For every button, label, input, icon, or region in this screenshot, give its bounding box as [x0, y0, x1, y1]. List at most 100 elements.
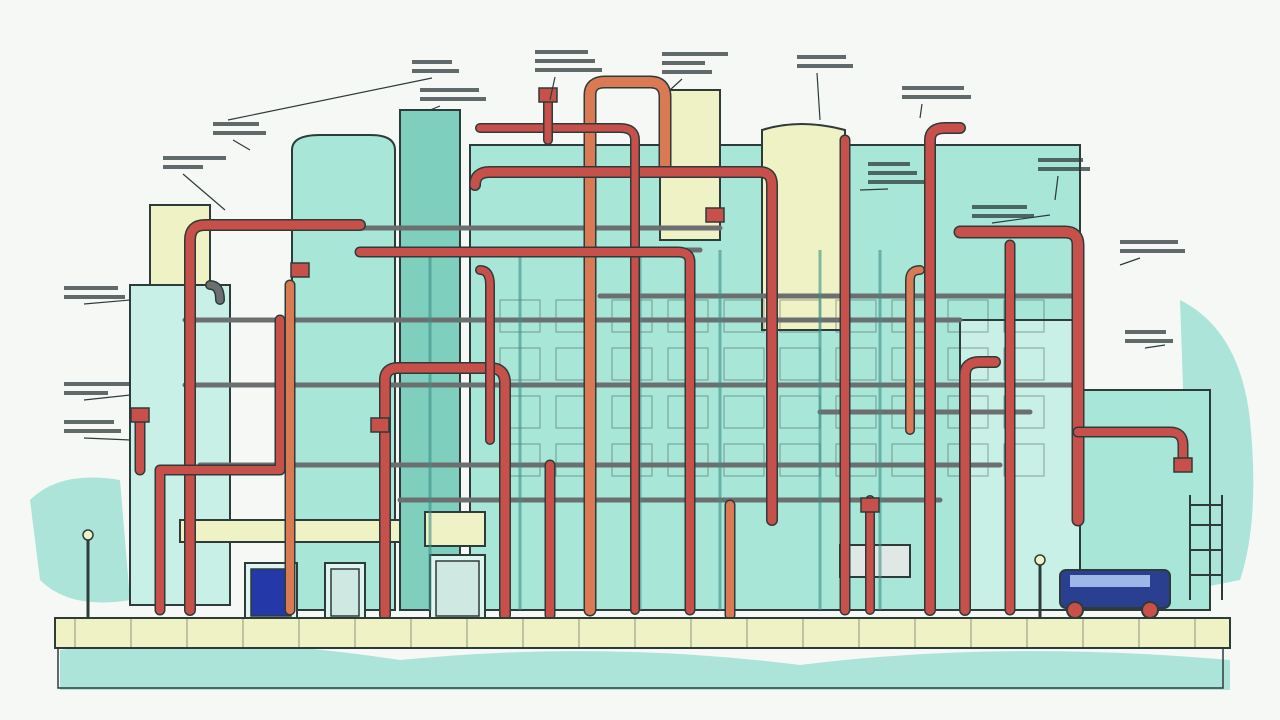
- annotation-leader-icon: [83, 299, 131, 305]
- annotation-leader-icon: [227, 77, 433, 121]
- hall-window: [835, 299, 877, 333]
- annotation-text-mark: [972, 214, 1034, 218]
- pipe-red-east-loop: [955, 227, 1083, 525]
- annotation-callout-12: [213, 122, 266, 151]
- truck-icon: [1059, 569, 1171, 619]
- annotation-leader-icon: [1119, 257, 1141, 266]
- annotation-text-mark: [64, 420, 114, 424]
- hall-window: [723, 395, 765, 429]
- annotation-text-mark: [163, 156, 226, 160]
- valve-icon: [1173, 457, 1193, 473]
- pipe-grey-elbow: [206, 281, 224, 304]
- annotation-text-mark: [797, 55, 846, 59]
- annotation-leader-icon: [549, 76, 556, 101]
- hall-window: [1003, 443, 1045, 477]
- lamp-head: [1034, 554, 1046, 566]
- valve-icon: [538, 87, 558, 103]
- annotation-text-mark: [420, 97, 486, 101]
- annotation-callout-13: [420, 88, 486, 111]
- annotation-text-mark: [972, 205, 1027, 209]
- annotation-text-mark: [420, 88, 479, 92]
- annotation-text-mark: [902, 95, 971, 99]
- valve-icon: [290, 262, 310, 278]
- valve-icon: [860, 497, 880, 513]
- truck-wheel: [1141, 601, 1159, 619]
- hall-window: [723, 299, 765, 333]
- annotation-text-mark: [535, 50, 588, 54]
- annotation-callout-7: [1125, 330, 1173, 349]
- annotation-text-mark: [1125, 339, 1173, 343]
- annotation-callout-15: [972, 205, 1051, 224]
- door-icon: [330, 568, 360, 617]
- annotation-text-mark: [902, 86, 964, 90]
- annotation-text-mark: [412, 69, 459, 73]
- annotation-text-mark: [535, 68, 602, 72]
- pipe-red-east-tall: [925, 123, 965, 615]
- pipe-red-upper: [470, 167, 777, 525]
- annotation-leader-icon: [232, 139, 251, 151]
- annotation-leader-icon: [1144, 344, 1166, 349]
- annotation-leader-icon: [1054, 175, 1059, 201]
- truck-windows: [1070, 575, 1150, 587]
- pipe-red-east-low: [960, 357, 1000, 615]
- annotation-text-mark: [1120, 240, 1178, 244]
- annotation-text-mark: [662, 61, 705, 65]
- foundation-outline: [57, 647, 1224, 689]
- pipe-red-west: [185, 220, 365, 615]
- hall-window: [835, 347, 877, 381]
- hall-window: [947, 299, 989, 333]
- annotation-text-mark: [535, 59, 595, 63]
- annotation-text-mark: [1125, 330, 1166, 334]
- annotation-text-mark: [1120, 249, 1185, 253]
- annotation-text-mark: [662, 70, 712, 74]
- pipe-copper-tall: [585, 77, 670, 615]
- annotation-leader-icon: [83, 394, 131, 401]
- annotation-callout-2: [662, 52, 728, 91]
- annotation-text-mark: [64, 429, 121, 433]
- annotation-leader-icon: [859, 188, 889, 191]
- annotation-callout-0: [227, 60, 459, 121]
- hall-window: [723, 443, 765, 477]
- left-cream-building: [149, 204, 211, 286]
- annotation-callout-14: [859, 162, 924, 191]
- door-icon: [250, 568, 292, 617]
- annotation-text-mark: [868, 171, 917, 175]
- annotation-text-mark: [213, 122, 259, 126]
- pipe-red-branch: [476, 124, 639, 614]
- annotation-callout-11: [163, 156, 226, 211]
- pipe-copper-east: [906, 266, 924, 434]
- hall-window: [835, 443, 877, 477]
- pipe-red-lower-west: [156, 316, 284, 614]
- annotation-leader-icon: [182, 173, 226, 211]
- entrance-sign: [424, 511, 486, 547]
- annotation-text-mark: [412, 60, 452, 64]
- left-annex-building: [129, 284, 231, 606]
- annotation-text-mark: [1038, 158, 1083, 162]
- annotation-callout-5: [1038, 158, 1090, 201]
- valve-icon: [370, 417, 390, 433]
- annotation-callout-1: [535, 50, 602, 101]
- annotation-text-mark: [662, 52, 728, 56]
- annotations-layer: [64, 50, 1185, 441]
- paint-splash-0: [30, 477, 130, 603]
- annotation-text-mark: [64, 286, 118, 290]
- annotation-leader-icon: [919, 103, 923, 119]
- annotation-leader-icon: [669, 78, 683, 91]
- ground-layer: [54, 617, 1231, 689]
- annotation-callout-3: [797, 55, 853, 121]
- annotation-text-mark: [163, 165, 203, 169]
- annotation-text-mark: [1038, 167, 1090, 171]
- pipe-red-hook: [476, 266, 494, 444]
- truck-wheel: [1066, 601, 1084, 619]
- rear-cream-tower: [659, 89, 721, 241]
- paint-splash-2: [60, 642, 1230, 690]
- annotation-text-mark: [64, 391, 108, 395]
- annotation-text-mark: [64, 295, 125, 299]
- ground-platform: [54, 617, 1231, 649]
- door-icon: [435, 560, 480, 617]
- annotation-text-mark: [64, 382, 131, 386]
- valve-icon: [705, 207, 725, 223]
- annotation-text-mark: [868, 162, 910, 166]
- hall-window: [1003, 299, 1045, 333]
